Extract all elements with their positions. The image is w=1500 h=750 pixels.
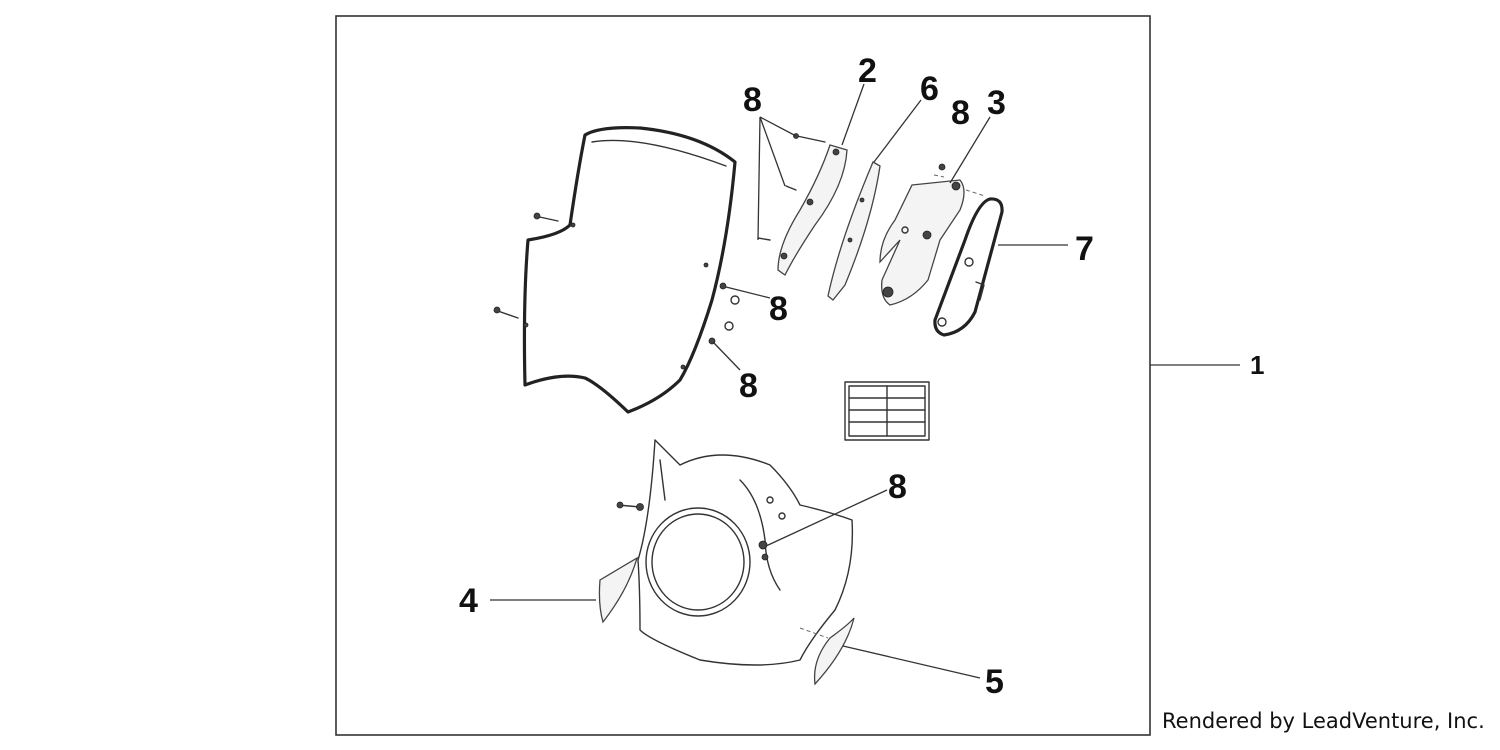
callout-8-screen-upper: 8 [769,290,788,328]
render-credit: Rendered by LeadVenture, Inc. [1162,709,1485,733]
label-plate [844,381,930,441]
callout-8-screen-lower: 8 [739,367,758,405]
bracket-left [757,133,848,276]
callout-5: 5 [985,663,1004,701]
callout-2: 2 [858,52,877,90]
leader-lines [490,83,1240,679]
diagram-frame [335,15,1151,736]
bracket-right [879,163,986,306]
rubber-strip [827,161,881,301]
callout-7: 7 [1075,230,1094,268]
callout-8-fairing: 8 [888,468,907,506]
callout-3: 3 [987,84,1006,122]
callout-6: 6 [920,70,939,108]
windscreen [493,126,737,414]
deflector-right [799,617,855,686]
fairing [616,439,854,666]
deflector-left [598,556,639,624]
callout-8-top: 8 [743,81,762,119]
callout-1: 1 [1250,350,1264,380]
side-panel [933,197,1004,337]
callout-4: 4 [459,582,478,620]
callout-8-nut: 8 [951,94,970,132]
